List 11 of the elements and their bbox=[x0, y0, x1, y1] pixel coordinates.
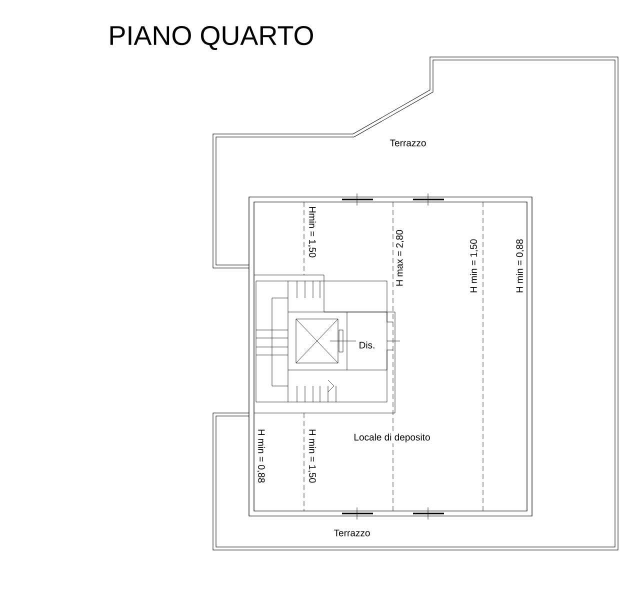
height-note: H min = 1,50 bbox=[306, 428, 318, 484]
room-label: Terrazzo bbox=[388, 138, 428, 148]
height-note: H max = 2,80 bbox=[395, 228, 405, 288]
height-note: H min = 1,50 bbox=[468, 238, 480, 294]
room-label: Dis. bbox=[358, 340, 376, 350]
title: PIANO QUARTO bbox=[110, 26, 313, 50]
room-label: Terrazzo bbox=[332, 528, 372, 538]
height-note: H min = 0,88 bbox=[256, 428, 266, 484]
room-label: Locale di deposito bbox=[352, 432, 432, 444]
height-note: Hmin = 1,50 bbox=[306, 205, 318, 259]
height-note: H min = 0,88 bbox=[514, 238, 526, 294]
